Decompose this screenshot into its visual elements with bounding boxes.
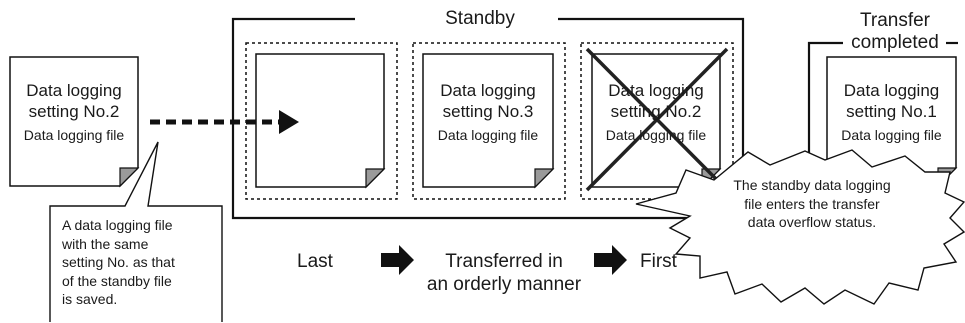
- overflow-callout-line-3: data overflow status.: [747, 214, 877, 230]
- order-middle-line1: Transferred in: [445, 251, 563, 272]
- saved-callout-line-5: is saved.: [62, 291, 118, 307]
- cross-mark: [585, 47, 729, 192]
- saved-callout-text: A data logging file with the same settin…: [62, 216, 175, 309]
- order-last-label: Last: [297, 251, 333, 272]
- file-no2-text: Data logging setting No.2 Data logging f…: [592, 80, 720, 144]
- file-no1-line3: Data logging file: [841, 127, 942, 143]
- saved-callout-line-1: A data logging file: [62, 217, 173, 233]
- saved-callout-shape: [49, 141, 223, 322]
- file-no1-line1: Data logging: [843, 81, 940, 100]
- transfer-label-line2: completed: [851, 32, 939, 53]
- order-arrow-1: [381, 245, 414, 275]
- transfer-completed-frame: [807, 41, 958, 190]
- file-no3-text: Data logging setting No.3 Data logging f…: [423, 80, 553, 144]
- order-arrow-2: [594, 245, 627, 275]
- standby-slot-2: [412, 42, 566, 200]
- saved-callout-line-4: of the standby file: [62, 272, 172, 289]
- file-no2-line3: Data logging file: [605, 127, 707, 143]
- dashed-arrow: [150, 110, 299, 134]
- file-new-text: Data logging setting No.2 Data logging f…: [10, 80, 138, 144]
- overflow-callout-text: The standby data logging file enters the…: [692, 176, 932, 232]
- document-empty: [255, 53, 386, 189]
- document-no3: [422, 53, 555, 189]
- saved-callout-line-2: with the same: [62, 235, 149, 252]
- document-new: [9, 56, 140, 188]
- file-no2-line2: setting No.2: [610, 102, 702, 121]
- order-middle-line2: an orderly manner: [426, 274, 582, 295]
- standby-frame: [231, 17, 745, 220]
- overflow-callout-line-1: The standby data logging: [733, 177, 891, 193]
- overflow-callout-line-2: file enters the transfer: [744, 195, 880, 212]
- file-no3-line1: Data logging: [440, 81, 536, 100]
- file-no1-text: Data logging setting No.1 Data logging f…: [827, 80, 956, 144]
- saved-callout-line-3: setting No. as that: [62, 254, 175, 270]
- file-no1-line2: setting No.1: [846, 102, 937, 121]
- file-new-line2: setting No.2: [28, 102, 120, 121]
- file-no2-line1: Data logging: [608, 81, 704, 100]
- file-new-line1: Data logging: [26, 81, 122, 100]
- file-no3-line3: Data logging file: [437, 127, 539, 143]
- file-no3-line2: setting No.3: [442, 102, 534, 121]
- file-new-line3: Data logging file: [23, 127, 125, 143]
- standby-label: Standby: [445, 8, 515, 29]
- order-first-label: First: [640, 251, 677, 272]
- transfer-label-line1: Transfer: [859, 10, 931, 31]
- overflow-burst-shape: [635, 149, 965, 305]
